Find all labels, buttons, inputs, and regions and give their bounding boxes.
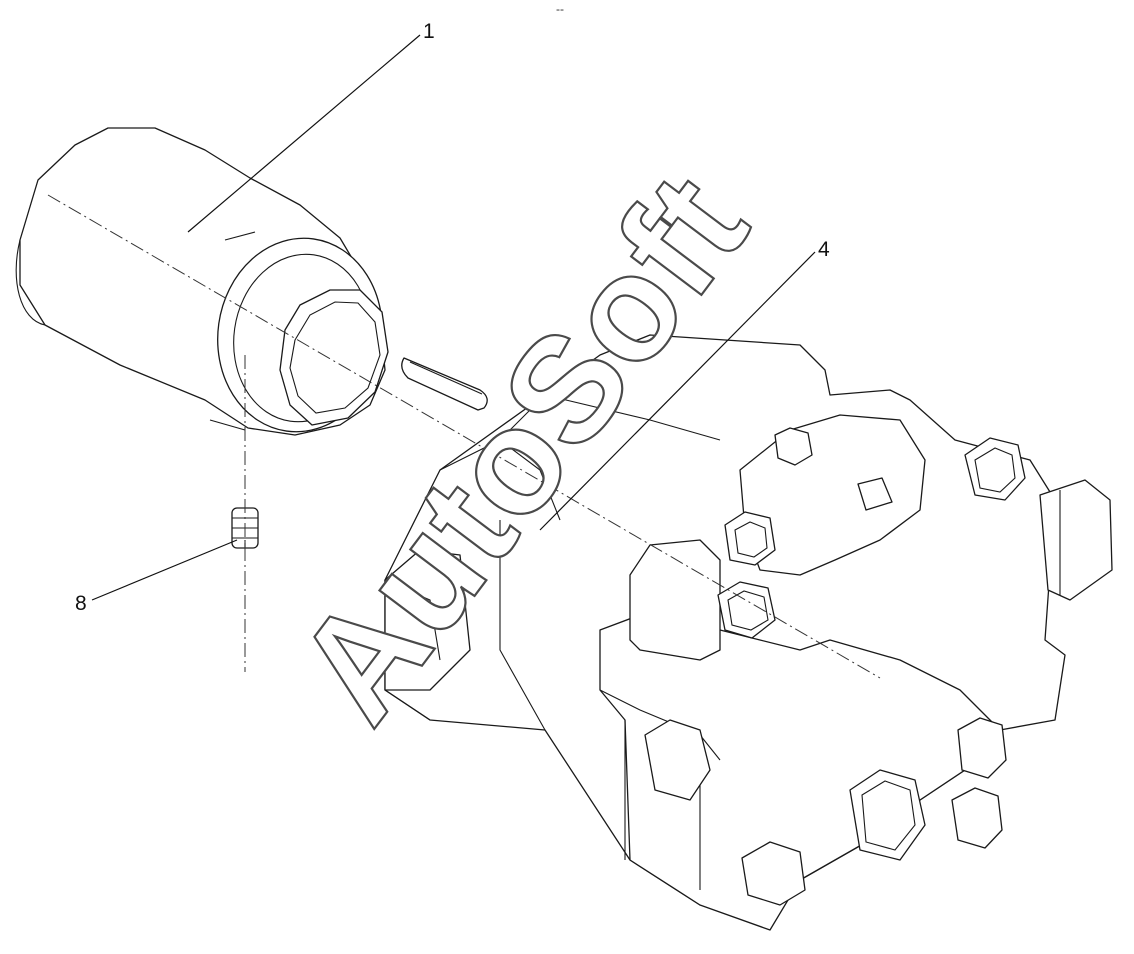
callout-label-1: 1 bbox=[423, 20, 435, 43]
callout-label-4: 4 bbox=[818, 238, 830, 261]
callout-label-8: 8 bbox=[75, 592, 87, 615]
callout-1: 1 bbox=[187, 20, 435, 233]
key bbox=[401, 357, 488, 411]
callout-8: 8 bbox=[75, 539, 238, 615]
pump-fittings bbox=[644, 427, 1026, 906]
centre-lines bbox=[47, 194, 881, 679]
coupling-sleeve bbox=[15, 127, 389, 436]
top-mark: -- bbox=[556, 2, 564, 16]
callout-4: 4 bbox=[539, 238, 830, 531]
